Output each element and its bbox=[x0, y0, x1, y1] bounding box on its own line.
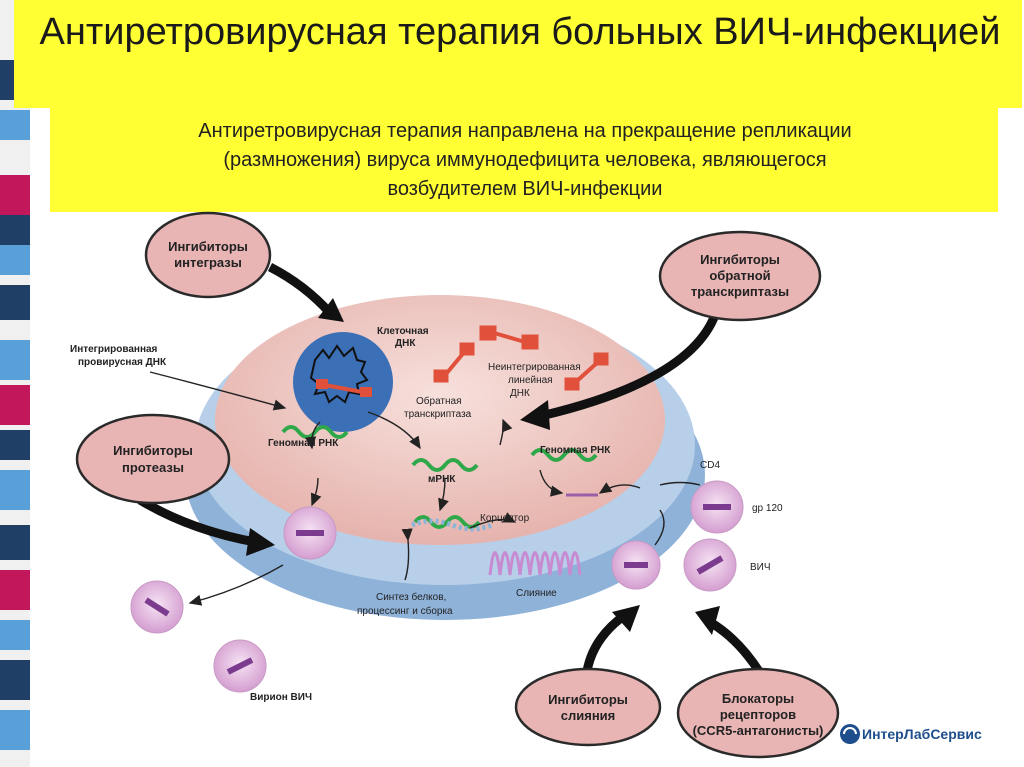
virion-released bbox=[130, 580, 184, 634]
genomic-rna-right bbox=[530, 448, 598, 462]
brand-name: ИнтерЛабСервис bbox=[862, 726, 982, 742]
rt-inhibitor-label: Ингибиторы bbox=[700, 252, 780, 267]
rt-label: Обратная bbox=[416, 395, 462, 407]
integrase-inhibitor-label: интегразы bbox=[174, 255, 242, 270]
rt-label: транскриптаза bbox=[404, 409, 472, 420]
unintegrated-dna-label: ДНК bbox=[510, 388, 530, 399]
subtitle-line: возбудителем ВИЧ-инфекции bbox=[387, 178, 663, 200]
integrated-dna-end bbox=[316, 379, 328, 389]
receptor-blocker-label: Блокаторы bbox=[722, 691, 794, 706]
integrated-dna-bar bbox=[324, 383, 363, 394]
fusion-inhibitor-label: Ингибиторы bbox=[548, 692, 628, 707]
rt-inhibitor-label: обратной bbox=[709, 268, 770, 283]
page-title: Антиретровирусная терапия больных ВИЧ-ин… bbox=[39, 11, 1001, 53]
coreceptor-label: Корцептор bbox=[480, 513, 530, 524]
unintegrated-dna bbox=[433, 325, 609, 391]
integrated-dna-label: провирусная ДНК bbox=[78, 357, 167, 368]
genomic-rna-left bbox=[281, 425, 349, 439]
mrna bbox=[411, 458, 479, 472]
integrated-dna-end bbox=[360, 387, 372, 397]
fusion-label: Слияние bbox=[516, 588, 557, 599]
virion-label: Вирион ВИЧ bbox=[250, 692, 312, 703]
cell-cytoplasm bbox=[215, 295, 665, 545]
virion-mature bbox=[213, 639, 267, 693]
genomic-rna-left-label: Геномная РНК bbox=[268, 438, 339, 449]
flow-arrows bbox=[149, 371, 701, 606]
protease-inhibitor-label: Ингибиторы bbox=[113, 443, 193, 458]
nucleus bbox=[293, 332, 393, 432]
gp120-label: gp 120 bbox=[752, 503, 783, 514]
cellular-dna-coil bbox=[309, 344, 369, 404]
genomic-rna-right-label: Геномная РНК bbox=[540, 445, 611, 456]
cellular-dna-label: ДНК bbox=[395, 338, 416, 349]
fusion-coil bbox=[488, 551, 582, 576]
virion-fusing bbox=[611, 540, 661, 590]
fusion-inhibitor-bubble bbox=[514, 667, 662, 747]
coreceptor-rna bbox=[413, 515, 481, 529]
unintegrated-dna-label: Неинтегрированная bbox=[488, 362, 581, 373]
integrase-inhibitor-bubble bbox=[144, 211, 272, 299]
brand-logo-icon bbox=[840, 724, 860, 744]
fusion-inhibitor-label: слияния bbox=[561, 708, 616, 723]
virion-gp120 bbox=[690, 480, 744, 534]
receptor-blocker-bubble bbox=[676, 667, 840, 759]
receptor-blocker-label: рецепторов bbox=[720, 707, 796, 722]
rt-inhibitor-label: транскриптазы bbox=[691, 284, 789, 299]
rt-inhibitor-bubble bbox=[658, 230, 822, 322]
receptor-blocker-label: (CCR5-антагонисты) bbox=[693, 723, 824, 738]
virion-hiv bbox=[683, 538, 737, 592]
synthesis-label: Синтез белков, bbox=[376, 591, 446, 603]
virion-protease bbox=[283, 506, 337, 560]
hiv-label: ВИЧ bbox=[750, 562, 771, 573]
subtitle-banner bbox=[50, 108, 998, 212]
ribosome-chain bbox=[411, 518, 493, 532]
subtitle-line: (размножения) вируса иммунодефицита чело… bbox=[223, 149, 827, 171]
mrna-label: мРНК bbox=[428, 474, 456, 485]
cd4-label: CD4 bbox=[700, 460, 720, 471]
integrase-inhibitor-label: Ингибиторы bbox=[168, 239, 248, 254]
unintegrated-dna-label: линейная bbox=[508, 375, 553, 386]
title-banner bbox=[14, 0, 1022, 108]
drug-arrow-heads bbox=[246, 298, 720, 635]
integrated-dna-label: Интегрированная bbox=[70, 344, 158, 355]
synthesis-label: процессинг и сборка bbox=[357, 605, 453, 617]
subtitle-line: Антиретровирусная терапия направлена на … bbox=[198, 120, 852, 142]
protease-inhibitor-label: протеазы bbox=[122, 460, 184, 475]
cellular-dna-label: Клеточная bbox=[377, 326, 429, 337]
protease-inhibitor-bubble bbox=[75, 413, 231, 505]
page-subtitle: Антиретровирусная терапия направлена на … bbox=[60, 117, 990, 204]
